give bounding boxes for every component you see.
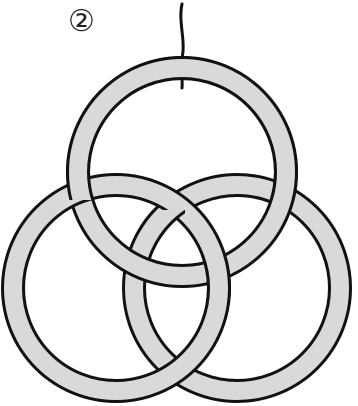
left-ring: [13, 185, 219, 391]
